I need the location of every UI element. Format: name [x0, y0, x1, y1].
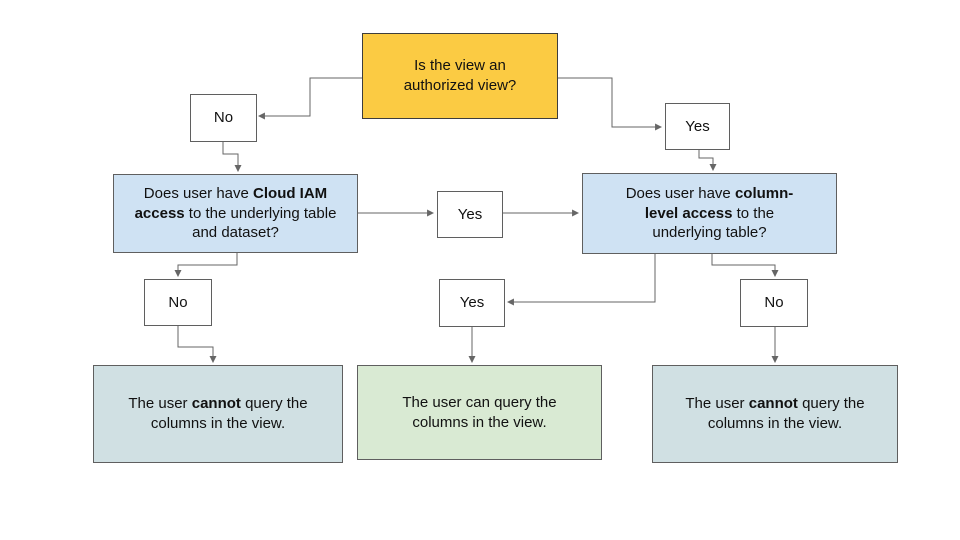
- node-answer-no-right: No: [740, 279, 808, 327]
- edge-root-to-yes: [558, 77, 663, 131]
- node-label: The user cannot query the columns in the…: [685, 395, 865, 432]
- node-answer-no-top: No: [190, 94, 257, 142]
- node-answer-yes-top: Yes: [665, 103, 730, 150]
- node-answer-yes-bottom: Yes: [439, 279, 505, 327]
- node-label: The user can query the columns in the vi…: [402, 393, 557, 431]
- edge-col-q-to-no-right: [711, 254, 779, 278]
- node-question-authorized-view: Is the view an authorized view?: [362, 33, 558, 119]
- edge-no-left-to-result: [177, 326, 217, 364]
- node-answer-no-left: No: [144, 279, 212, 326]
- node-label: The user cannot query the columns in the…: [128, 395, 308, 432]
- bold-column-level-access: column-level access: [644, 184, 794, 222]
- edge-root-to-no: [257, 77, 362, 120]
- node-label: Yes: [457, 205, 483, 223]
- edge-no-to-iam-q: [222, 142, 242, 173]
- node-label: No: [764, 294, 784, 312]
- bold-cannot: cannot: [191, 395, 241, 413]
- node-question-cloud-iam-access: Does user have Cloud IAM access to the u…: [113, 174, 358, 253]
- bold-cloud-iam-access: Cloud IAM access: [134, 184, 328, 222]
- node-label: Is the view an authorized view?: [403, 57, 517, 94]
- edge-iam-q-to-no-left: [174, 253, 238, 278]
- node-result-cannot-query-left: The user cannot query the columns in the…: [93, 365, 343, 463]
- node-label: No: [213, 109, 234, 127]
- node-result-can-query: The user can query the columns in the vi…: [357, 365, 602, 460]
- node-label: Does user have column-level access to th…: [625, 184, 794, 242]
- edge-yes-to-col-q: [698, 150, 717, 172]
- edge-col-q-to-yes-bot: [506, 254, 656, 306]
- node-answer-yes-middle: Yes: [437, 191, 503, 238]
- node-label: Yes: [685, 117, 710, 135]
- node-label: No: [168, 293, 188, 311]
- bold-cannot: cannot: [748, 395, 798, 413]
- node-label: Yes: [459, 294, 485, 312]
- node-result-cannot-query-right: The user cannot query the columns in the…: [652, 365, 898, 463]
- node-question-column-level-access: Does user have column-level access to th…: [582, 173, 837, 254]
- node-label: Does user have Cloud IAM access to the u…: [134, 184, 337, 242]
